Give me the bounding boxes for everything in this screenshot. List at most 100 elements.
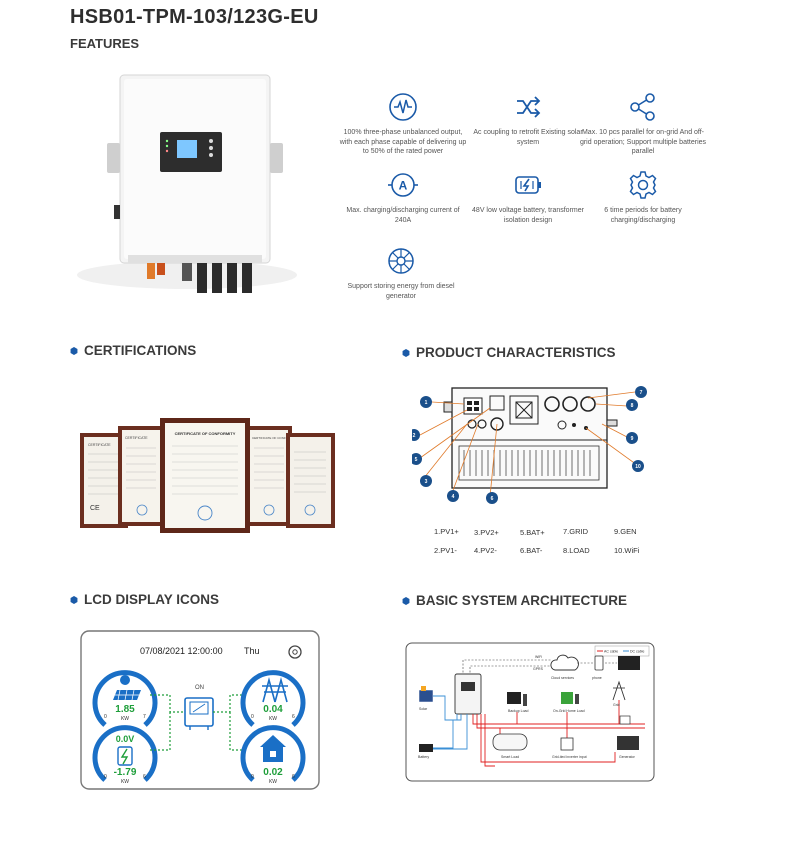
terminal-legend-row1-item: 9.GEN <box>614 527 637 536</box>
terminal-legend-row1-item: 1.PV1+ <box>434 527 459 536</box>
basic-system-architecture-heading-text: BASIC SYSTEM ARCHITECTURE <box>416 593 628 608</box>
terminal-number: 9 <box>631 436 634 442</box>
feature-low-voltage-battery: 48V low voltage battery, transformer iso… <box>463 170 593 225</box>
terminal-legend-row2-item: 10.WiFi <box>614 546 640 555</box>
lcd-status: ON <box>195 685 204 691</box>
load-power-value: 0.02 <box>263 767 283 778</box>
feature-ac-coupling: Ac coupling to retrofit Existing solar s… <box>463 92 593 147</box>
load-scale-max: 6 <box>292 774 295 780</box>
terminal-legend-row2-item: 2.PV1- <box>434 546 457 555</box>
solar-label: Solar <box>419 707 428 711</box>
feature-parallel: Max. 10 pcs parallel for on-grid And off… <box>578 92 708 157</box>
battery-scale-min: 0 <box>104 774 107 780</box>
feature-text: Max. charging/discharging current of 240… <box>346 207 460 224</box>
inverter-icon <box>454 673 482 715</box>
cert-title: CERTIFICATE <box>125 436 148 440</box>
lcd-display-screen: 07/08/2021 12:00:00 Thu ON 1.85 KW 0 7 0… <box>80 630 320 790</box>
pv-unit: KW <box>121 716 129 722</box>
certifications-heading-text: CERTIFICATIONS <box>84 343 197 358</box>
cert-title: CERTIFICATE <box>88 443 111 447</box>
battery-voltage: 0.0V <box>116 734 135 744</box>
load-scale-min: 0 <box>251 774 254 780</box>
feature-text: Support storing energy from diesel gener… <box>347 283 455 300</box>
lcd-datetime: 07/08/2021 12:00:00 <box>140 646 223 656</box>
page-title: HSB01-TPM-103/123G-EU <box>70 6 319 28</box>
generator-icon <box>388 248 414 274</box>
inverter-product-image <box>77 74 297 293</box>
terminal-legend-row2-item: 6.BAT- <box>520 546 543 555</box>
grid-unit: KW <box>269 716 277 722</box>
terminal-number: 4 <box>452 494 455 500</box>
feature-diesel-generator: Support storing energy from diesel gener… <box>336 246 466 301</box>
svg-text:A: A <box>399 179 408 193</box>
terminal-legend-row1-item: 7.GRID <box>563 527 589 536</box>
feature-text: 48V low voltage battery, transformer iso… <box>472 207 584 224</box>
terminal-number: 8 <box>631 403 634 409</box>
feature-text: Ac coupling to retrofit Existing solar s… <box>473 129 583 146</box>
load-unit: KW <box>269 779 277 785</box>
meter-icon <box>619 715 631 725</box>
grid-tower-icon <box>612 680 626 701</box>
grid-tower-icon <box>262 676 288 703</box>
terminal-legend-row2-item: 4.PV2- <box>474 546 497 555</box>
hexagon-bullet-icon <box>402 348 410 357</box>
product-characteristics-heading: PRODUCT CHARACTERISTICS <box>402 345 616 360</box>
smart-load-icon <box>492 733 528 751</box>
cloud-icon <box>550 654 579 671</box>
share-icon <box>630 93 655 121</box>
ac-cable-legend: AC cable <box>604 650 618 654</box>
smart-load-label: Smart Load <box>501 755 519 759</box>
ampere-icon: A <box>388 173 418 197</box>
basic-system-architecture-heading: BASIC SYSTEM ARCHITECTURE <box>402 593 627 608</box>
gear-icon <box>629 171 657 199</box>
terminal-number: 7 <box>640 390 643 396</box>
shuffle-icon <box>517 96 541 118</box>
monitor-icon <box>618 656 640 670</box>
hexagon-bullet-icon <box>402 596 410 605</box>
grid-scale-min: 0 <box>251 714 254 720</box>
battery-charging-icon <box>117 746 133 766</box>
grid-label: Grid <box>613 703 620 707</box>
cert-title: CERTIFICATE OF CONFORMITY <box>252 436 297 440</box>
ongrid-home-load-label: On-Grid Home Load <box>553 709 585 713</box>
product-characteristics-heading-text: PRODUCT CHARACTERISTICS <box>416 345 616 360</box>
cert-title: CERTIFICATE OF CONFORMITY <box>175 431 236 436</box>
terminal-legend-row2-item: 8.LOAD <box>563 546 590 555</box>
terminal-number: 3 <box>425 479 428 485</box>
backup-load-icon <box>507 692 521 704</box>
phone-icon <box>594 655 604 671</box>
battery-icon <box>419 744 433 752</box>
battery-power-value: -1.79 <box>114 767 137 778</box>
terminal-legend-row1-item: 3.PV2+ <box>474 528 499 537</box>
features-heading: FEATURES <box>70 36 140 51</box>
pv-power-value: 1.85 <box>115 704 135 715</box>
terminal-legend-row1-item: 5.BAT+ <box>520 528 545 537</box>
feature-charging-current: A Max. charging/discharging current of 2… <box>338 170 468 225</box>
feature-text: Max. 10 pcs parallel for on-grid And off… <box>579 129 707 155</box>
lcd-display-icons-heading-text: LCD DISPLAY ICONS <box>84 592 220 607</box>
settings-gear-icon[interactable] <box>288 645 302 659</box>
wifi-label: WiFi <box>535 655 542 659</box>
ongrid-home-load-icon <box>561 692 573 704</box>
cloud-services-label: Cloud services <box>551 676 574 680</box>
terminal-number: 5 <box>415 457 418 463</box>
grid-power-value: 0.04 <box>263 704 283 715</box>
hexagon-bullet-icon <box>70 595 78 604</box>
generator-label: Generator <box>619 755 636 759</box>
phone-label: phone <box>592 676 602 680</box>
battery-icon <box>515 176 541 194</box>
solar-panel-icon <box>113 675 141 701</box>
home-load-icon <box>260 735 286 762</box>
waveform-icon <box>389 93 417 121</box>
gprs-label: GPRS <box>533 667 544 671</box>
feature-text: 6 time periods for battery charging/disc… <box>604 207 682 224</box>
grid-tied-inverter-label: Grid-tied inverter input <box>552 755 587 759</box>
feature-time-periods: 6 time periods for battery charging/disc… <box>578 170 708 225</box>
dc-cable-legend: DC cable <box>630 650 644 654</box>
lcd-day: Thu <box>244 646 260 656</box>
grid-tied-inverter-icon <box>560 737 574 751</box>
generator-icon <box>617 736 639 750</box>
svg-text:CE: CE <box>90 505 100 512</box>
battery-label: Battery <box>418 755 429 759</box>
terminal-number: 6 <box>491 496 494 502</box>
